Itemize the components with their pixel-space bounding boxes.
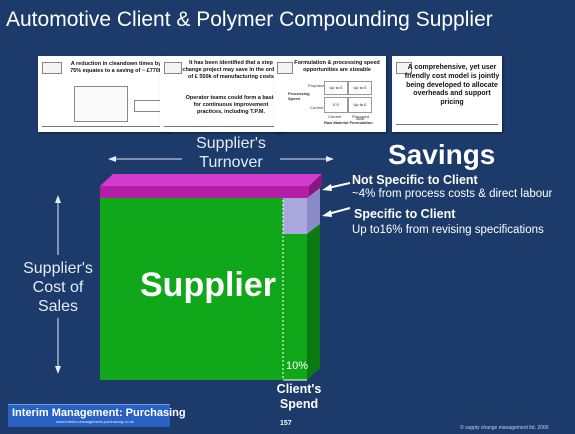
thumbnail-text: A comprehensive, yet user friendly cost …	[404, 64, 500, 106]
not-specific-slab-top	[100, 174, 322, 186]
not-specific-arrow	[327, 182, 351, 189]
cost-of-sales-label: Supplier's Cost of Sales	[23, 260, 93, 316]
copyright-notice: © supply change management ltd. 2000	[460, 425, 549, 431]
specific-arrow	[327, 207, 351, 215]
thumbnail-title: Formulation & processing speed opportuni…	[294, 60, 380, 73]
logo-text: Interim Management: Purchasing	[12, 407, 186, 419]
specific-heading: Specific to Client	[354, 207, 456, 221]
not-specific-detail: ~4% from process costs & direct labour	[352, 188, 553, 200]
supplier-block	[100, 190, 307, 380]
logo-url: www.interim-management-purchasing.co.uk	[56, 419, 134, 424]
thumbnail-step-change[interactable]: It has been identified that a step chang…	[160, 56, 284, 132]
not-specific-slab	[100, 186, 309, 198]
turnover-label: Supplier's Turnover	[196, 135, 266, 172]
supplier-label: Supplier	[140, 266, 277, 304]
thumbnail-cleandown[interactable]: A reduction in cleandown times by 75% eq…	[38, 56, 170, 132]
mini-bar-chart	[74, 86, 128, 122]
thumbnail-cost-model[interactable]: A comprehensive, yet user friendly cost …	[392, 56, 502, 132]
mini-logo	[164, 62, 182, 74]
thumbnail-formulation[interactable]: Formulation & processing speed opportuni…	[274, 56, 386, 132]
client-spend-label: Client's Spend	[276, 382, 322, 411]
specific-block-side	[307, 188, 320, 234]
ten-percent-label: 10%	[286, 360, 309, 372]
not-specific-slab-side	[309, 174, 322, 198]
not-specific-heading: Not Specific to Client	[352, 173, 478, 187]
mini-chart	[42, 62, 62, 74]
thumbnail-text-1: It has been identified that a step chang…	[182, 60, 280, 80]
thumbnail-text-2: Operator teams could form a basis for co…	[185, 95, 277, 115]
mini-logo	[396, 62, 412, 74]
specific-block	[283, 198, 307, 234]
savings-heading: Savings	[388, 139, 496, 170]
slide-title: Automotive Client & Polymer Compounding …	[6, 8, 493, 31]
page-number: 157	[280, 420, 292, 427]
specific-detail: Up to16% from revising specifications	[352, 224, 544, 236]
thumbnail-text: A reduction in cleandown times by 75% eq…	[70, 61, 162, 74]
mini-logo	[277, 62, 293, 74]
company-logo[interactable]: Interim Management: Purchasing www.inter…	[8, 404, 186, 427]
